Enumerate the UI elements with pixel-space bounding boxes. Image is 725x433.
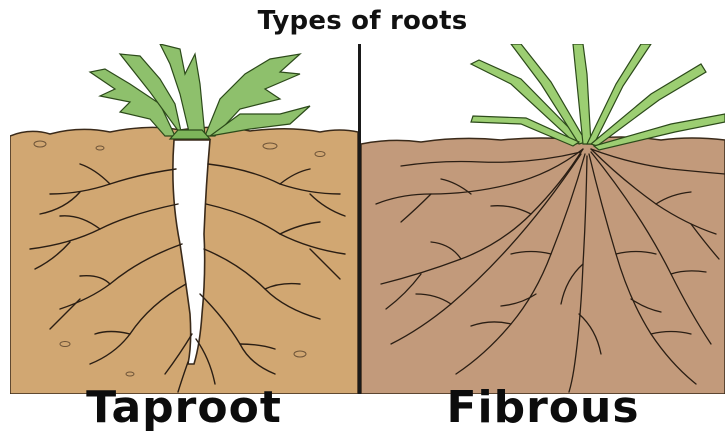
taproot-panel [10, 44, 358, 394]
soil-area [361, 137, 725, 394]
fibrous-panel [361, 44, 725, 394]
taproot-label: Taproot [10, 386, 358, 429]
fibrous-label: Fibrous [361, 386, 725, 429]
fibrous-illustration [361, 44, 725, 394]
taproot-illustration [10, 44, 358, 394]
diagram-title: Types of roots [0, 6, 725, 36]
